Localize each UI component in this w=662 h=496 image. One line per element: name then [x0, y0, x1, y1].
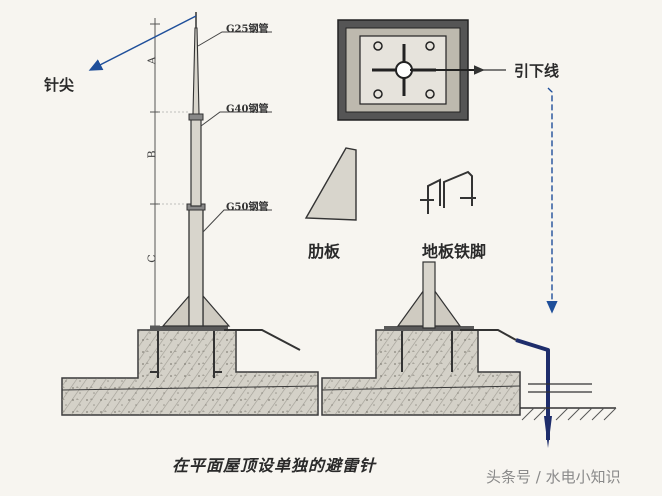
tip-label: 针尖	[44, 76, 75, 94]
left-roof-slab	[61, 329, 319, 416]
floor-foot-label: 地板铁脚	[422, 242, 487, 261]
left-down-conductor	[224, 329, 301, 351]
caption: 在平面屋顶设单独的避雷针	[172, 456, 377, 475]
rib-plate-part	[304, 147, 357, 221]
rib-plate-label: 肋板	[308, 242, 341, 261]
down-conductor-callout	[546, 87, 558, 314]
pipe-label-top: G25钢管	[226, 24, 269, 35]
base-plate-plan	[337, 19, 480, 121]
watermark: 头条号 / 水电小知识	[486, 468, 621, 486]
tip-arrow	[88, 15, 197, 71]
down-conductor-label: 引下线	[514, 62, 560, 80]
grounding-detail	[515, 338, 617, 448]
lightning-rod	[186, 12, 206, 327]
dimension-b: B	[145, 150, 159, 159]
pipe-leaders	[197, 31, 272, 233]
dimension-line	[150, 18, 189, 327]
pipe-label-middle: G40钢管	[226, 104, 269, 115]
left-anchor-bolts	[150, 326, 228, 378]
floor-foot-part	[420, 170, 476, 214]
dimension-a: A	[145, 56, 159, 65]
right-roof-slab	[321, 261, 521, 416]
pipe-label-bottom: G50钢管	[226, 202, 269, 213]
dimension-c: C	[145, 254, 159, 263]
